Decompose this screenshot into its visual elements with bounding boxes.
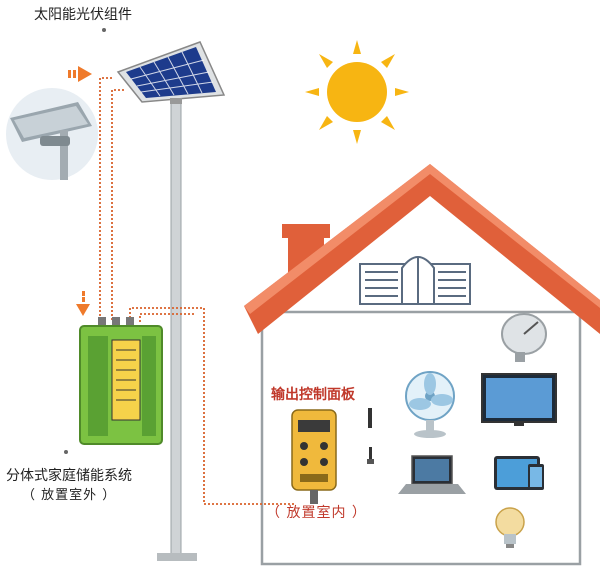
attic-window (359, 256, 471, 305)
solar-panel-label: 太阳能光伏组件 (34, 7, 132, 23)
fan-icon (405, 371, 455, 438)
tv-icon (481, 373, 557, 426)
sun-icon (305, 40, 409, 144)
output-location-label: （ 放置室内 ） (266, 505, 367, 521)
light-bulb-icon (495, 507, 525, 548)
tablet-phone-icon (494, 456, 544, 490)
panel-closeup-inset (6, 88, 98, 180)
storage-location-label: （ 放置室外 ） (22, 488, 117, 503)
solar-panel (116, 41, 226, 104)
satellite-dish-icon (501, 313, 547, 362)
house (244, 164, 600, 566)
wiring (99, 77, 296, 505)
arrow-right-icon (68, 66, 92, 82)
storage-system-label: 分体式家庭储能系统 (6, 468, 132, 484)
arrow-down-icon (76, 291, 90, 316)
usb-cable-icon (367, 408, 374, 464)
laptop-icon (398, 455, 466, 494)
output-controller (291, 409, 337, 504)
output-panel-label: 输出控制面板 (271, 387, 355, 403)
battery-storage-unit (64, 291, 163, 454)
